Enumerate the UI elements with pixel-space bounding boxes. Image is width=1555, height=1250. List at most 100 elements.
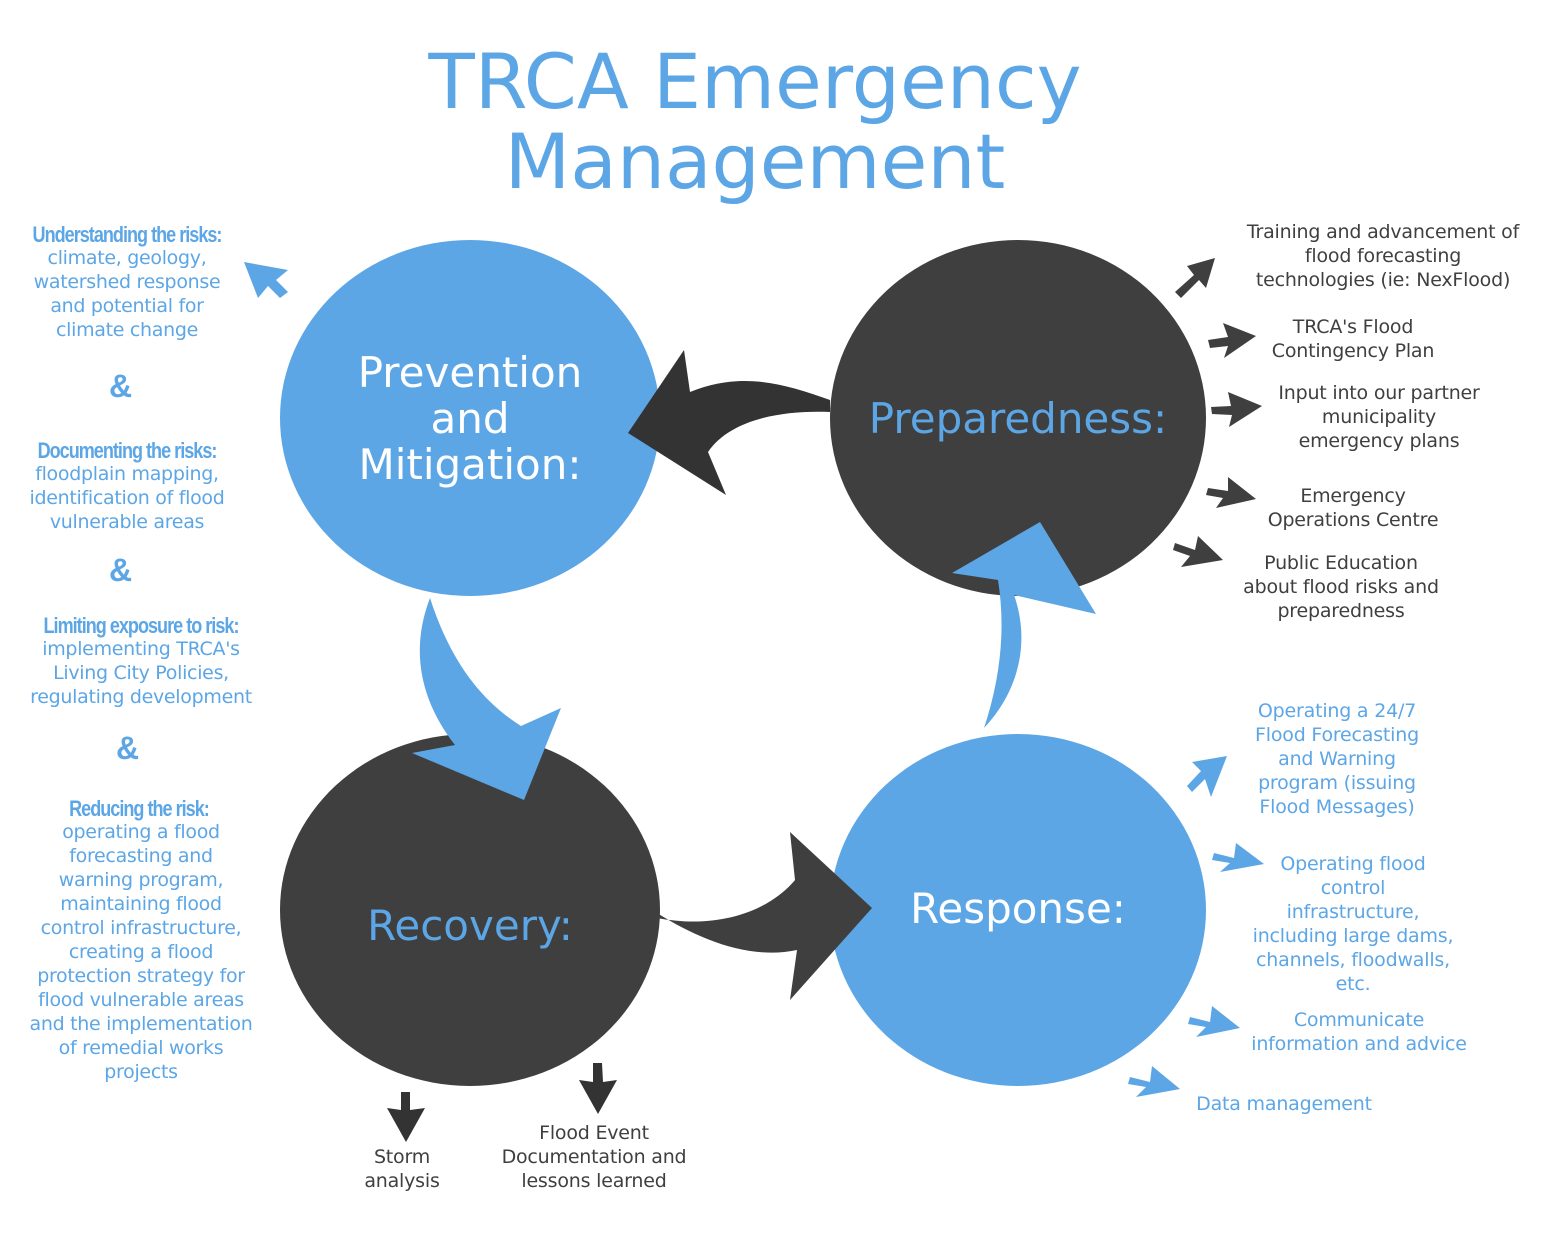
response-item-communicate: Communicate information and advice: [1226, 1008, 1492, 1056]
item-heading: Documenting the risks:: [37, 438, 218, 463]
item-line: including large dams,: [1252, 925, 1454, 947]
item-heading: Limiting exposure to risk:: [43, 613, 240, 638]
body-line: of remedial works: [58, 1037, 224, 1059]
item-line: technologies (ie: NexFlood): [1255, 269, 1511, 291]
small-arrow-understanding: [244, 262, 288, 298]
item-line: Communicate: [1293, 1009, 1425, 1031]
item-body: implementing TRCA's Living City Policies…: [0, 637, 282, 709]
small-arrow-contingency: [1208, 323, 1256, 358]
body-line: maintaining flood: [60, 893, 222, 915]
preparedness-item-contingency-plan: TRCA's Flood Contingency Plan: [1240, 315, 1466, 363]
item-line: Input into our partner: [1278, 382, 1480, 404]
item-body: operating a flood forecasting and warnin…: [0, 820, 282, 1084]
title-line-2: Management: [504, 117, 1006, 206]
item-line: and Warning: [1278, 748, 1396, 770]
prevention-label-line-3: Mitigation:: [358, 440, 582, 489]
prevention-item-reducing: Reducing the risk: operating a flood for…: [0, 798, 282, 1084]
item-line: etc.: [1335, 973, 1371, 995]
item-line: infrastructure,: [1286, 901, 1420, 923]
arrow-response-to-preparedness: [952, 522, 1096, 728]
body-line: operating a flood: [62, 821, 220, 843]
response-item-data-management: Data management: [1172, 1092, 1396, 1116]
response-circle: [830, 734, 1206, 1086]
item-line: Public Education: [1264, 552, 1418, 574]
item-line: Operating flood: [1280, 853, 1426, 875]
body-line: climate, geology,: [47, 247, 207, 269]
preparedness-circle: [830, 240, 1206, 596]
item-body: floodplain mapping, identification of fl…: [0, 462, 254, 534]
item-heading: Reducing the risk:: [69, 796, 210, 821]
item-line: preparedness: [1277, 600, 1405, 622]
item-line: Operations Centre: [1267, 509, 1439, 531]
item-line: program (issuing: [1258, 772, 1416, 794]
item-line: Contingency Plan: [1271, 340, 1435, 362]
small-arrow-data-management: [1128, 1066, 1180, 1097]
body-line: climate change: [55, 319, 199, 341]
small-arrow-eoc: [1206, 477, 1256, 508]
response-item-forecasting: Operating a 24/7 Flood Forecasting and W…: [1230, 699, 1444, 819]
prevention-label-line-2: and: [430, 394, 510, 443]
body-line: floodplain mapping,: [35, 463, 219, 485]
prevention-item-documenting: Documenting the risks: floodplain mappin…: [0, 440, 254, 534]
diagram-title: TRCA Emergency Management: [0, 42, 1510, 202]
body-line: flood vulnerable areas: [38, 989, 244, 1011]
arrow-recovery-to-response: [657, 832, 872, 1000]
item-line: lessons learned: [521, 1170, 667, 1192]
recovery-item-flood-event-documentation: Flood Event Documentation and lessons le…: [478, 1121, 710, 1193]
item-line: channels, floodwalls,: [1256, 949, 1450, 971]
small-arrow-public-education: [1173, 536, 1223, 567]
item-line: Data management: [1196, 1093, 1372, 1115]
preparedness-item-training: Training and advancement of flood foreca…: [1212, 220, 1554, 292]
prevention-label: Prevention and Mitigation:: [330, 350, 610, 488]
body-line: vulnerable areas: [49, 511, 205, 533]
arrow-prevention-to-recovery: [412, 598, 561, 800]
body-line: Living City Policies,: [53, 662, 229, 684]
item-line: flood forecasting: [1304, 245, 1462, 267]
body-line: control infrastructure,: [40, 917, 242, 939]
item-line: Documentation and: [501, 1146, 687, 1168]
body-line: identification of flood: [29, 487, 225, 509]
arrow-preparedness-to-prevention: [628, 350, 830, 495]
recovery-item-storm-analysis: Storm analysis: [348, 1145, 456, 1193]
item-line: Flood Messages): [1259, 796, 1415, 818]
item-line: Storm: [373, 1146, 431, 1168]
small-arrow-communicate: [1188, 1006, 1240, 1037]
body-line: creating a flood: [68, 941, 214, 963]
ampersand-1: &: [109, 368, 133, 404]
item-line: Emergency: [1300, 485, 1406, 507]
body-line: regulating development: [30, 686, 252, 708]
item-line: Operating a 24/7: [1257, 700, 1417, 722]
preparedness-item-public-education: Public Education about flood risks and p…: [1218, 551, 1464, 623]
body-line: protection strategy for: [37, 965, 245, 987]
title-line-1: TRCA Emergency: [428, 37, 1082, 126]
body-line: and the implementation: [29, 1013, 253, 1035]
prevention-item-understanding: Understanding the risks: climate, geolog…: [0, 224, 254, 342]
response-item-flood-control: Operating flood control infrastructure, …: [1228, 852, 1478, 996]
body-line: warning program,: [58, 869, 224, 891]
ampersand-3: &: [116, 730, 140, 766]
small-arrow-flood-event: [579, 1063, 617, 1114]
prevention-label-line-1: Prevention: [357, 348, 583, 397]
prevention-circle: [280, 240, 660, 596]
body-line: and potential for: [50, 295, 204, 317]
item-body: climate, geology, watershed response and…: [0, 246, 254, 342]
preparedness-label: Preparedness:: [868, 394, 1168, 443]
preparedness-item-municipality-plans: Input into our partner municipality emer…: [1252, 381, 1506, 453]
item-heading: Understanding the risks:: [32, 222, 223, 247]
body-line: projects: [104, 1061, 178, 1083]
item-line: control: [1320, 877, 1386, 899]
preparedness-item-eoc: Emergency Operations Centre: [1240, 484, 1466, 532]
item-line: Flood Forecasting: [1255, 724, 1419, 746]
small-arrow-storm-analysis: [387, 1092, 425, 1142]
small-arrow-municipality: [1211, 392, 1262, 427]
prevention-item-limiting: Limiting exposure to risk: implementing …: [0, 615, 282, 709]
response-label: Response:: [910, 884, 1126, 933]
item-line: TRCA's Flood: [1292, 316, 1414, 338]
item-line: information and advice: [1251, 1033, 1467, 1055]
small-arrow-flood-control: [1212, 843, 1264, 872]
item-line: Flood Event: [539, 1122, 649, 1144]
body-line: forecasting and: [69, 845, 213, 867]
item-line: municipality: [1321, 406, 1437, 428]
body-line: implementing TRCA's: [42, 638, 240, 660]
